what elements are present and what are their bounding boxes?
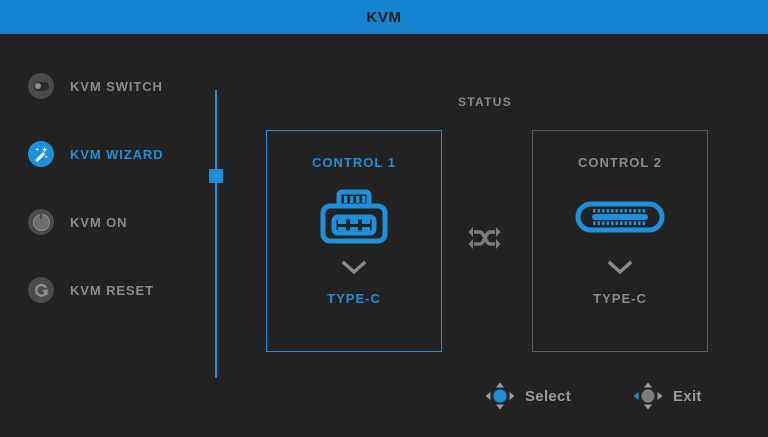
control-1-value: TYPE-C [327, 291, 381, 306]
sidebar-item-kvm-reset[interactable]: KVM RESET [28, 272, 198, 308]
sidebar-item-label: KVM ON [70, 214, 128, 230]
sidebar-item-kvm-switch[interactable]: KVM SWITCH [28, 68, 198, 104]
control-2-title: CONTROL 2 [578, 155, 662, 170]
magic-wand-icon [28, 141, 54, 167]
select-hint-label: Select [525, 387, 571, 405]
sidebar-item-kvm-on[interactable]: KVM ON [28, 204, 198, 240]
control-1-title: CONTROL 1 [312, 155, 396, 170]
dial-knob-icon [28, 209, 54, 235]
shuffle-swap-icon [468, 221, 502, 255]
control-2-value: TYPE-C [593, 291, 647, 306]
sidebar-item-kvm-wizard[interactable]: KVM WIZARD [28, 136, 198, 172]
exit-hint-label: Exit [673, 387, 702, 405]
toggle-switch-icon [28, 73, 54, 99]
control-2-panel[interactable]: CONTROL 2 [532, 130, 708, 352]
control-1-panel[interactable]: CONTROL 1 [266, 130, 442, 352]
joystick-left-icon [633, 382, 663, 410]
usb-type-b-icon [315, 186, 393, 248]
sidebar-item-label: KVM RESET [70, 282, 154, 298]
window-title: KVM [366, 8, 402, 26]
chevron-down-icon [341, 260, 367, 275]
window-titlebar: KVM [0, 0, 768, 34]
exit-hint[interactable]: Exit [632, 381, 702, 411]
usb-type-c-icon [574, 186, 666, 248]
status-label: STATUS [458, 95, 513, 109]
reset-arrow-icon [28, 277, 54, 303]
menu-scrollbar-thumb[interactable] [209, 169, 223, 183]
select-hint[interactable]: Select [484, 381, 571, 411]
sidebar-menu: KVM SWITCH KVM WIZARD KVM ON [0, 34, 200, 437]
sidebar-item-label: KVM SWITCH [70, 78, 163, 94]
joystick-press-icon [485, 382, 515, 410]
sidebar-item-label: KVM WIZARD [70, 146, 164, 162]
chevron-down-icon [607, 260, 633, 275]
menu-scrollbar-track[interactable] [215, 90, 217, 378]
